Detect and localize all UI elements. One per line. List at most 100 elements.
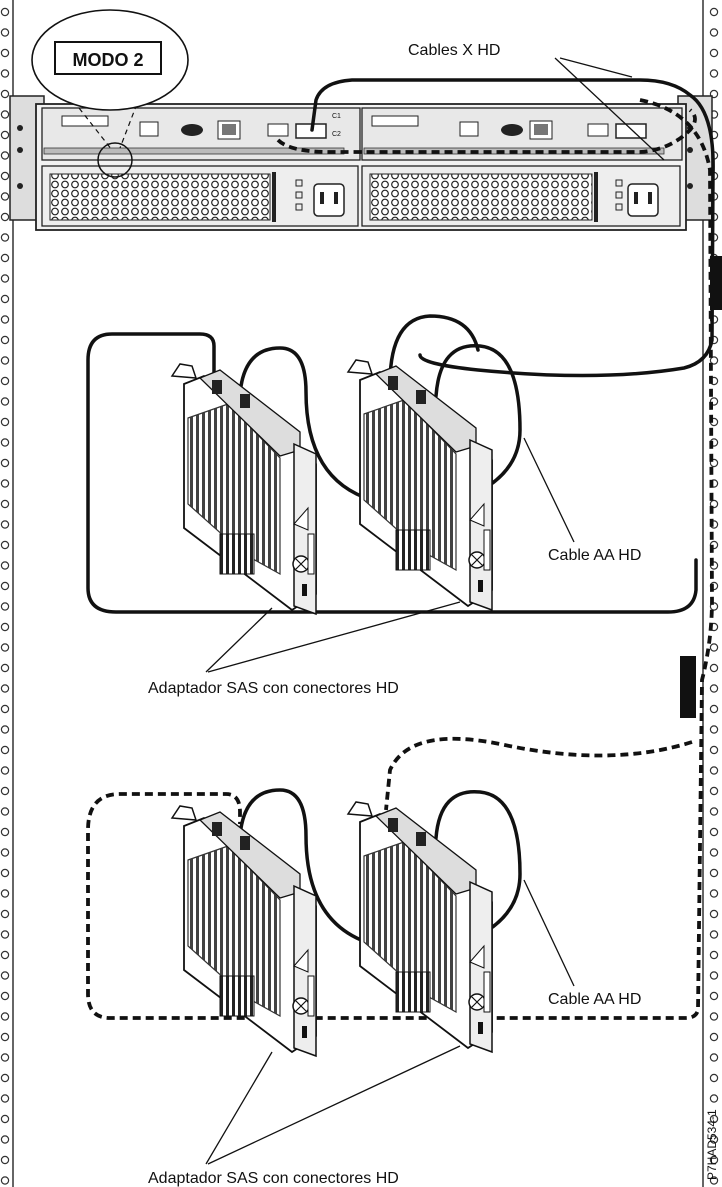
rack-hole [1, 500, 8, 507]
rack-hole [1, 70, 8, 77]
rack-hole [1, 1156, 8, 1163]
x-cables-label: Cables X HD [408, 42, 500, 59]
rack-hole [710, 849, 717, 856]
rack-hole [710, 746, 717, 753]
rack-hole [710, 890, 717, 897]
rack-hole [1, 562, 8, 569]
rack-hole [1, 541, 8, 548]
rack-hole [1, 808, 8, 815]
aa-cable-label-top: Cable AA HD [548, 547, 641, 564]
rack-hole [710, 8, 717, 15]
rack-hole [1, 254, 8, 261]
x-cable-sleeve [710, 256, 722, 310]
rack-hole [710, 664, 717, 671]
x-cable-sleeve [680, 656, 696, 718]
rack-hole [1, 1136, 8, 1143]
rack-hole [1, 869, 8, 876]
sas-adapter-card [348, 802, 492, 1052]
rack-hole [710, 787, 717, 794]
rack-hole [1, 90, 8, 97]
rack-hole [1, 29, 8, 36]
rack-hole [710, 726, 717, 733]
power-supply-left [42, 166, 358, 226]
mode-label: MODO 2 [72, 50, 143, 70]
rack-hole [710, 992, 717, 999]
rack-hole [1, 193, 8, 200]
rack-hole [710, 1095, 717, 1102]
sas-adapter-card [348, 360, 492, 610]
rack-hole [1, 910, 8, 917]
rack-hole [710, 705, 717, 712]
rack-hole [710, 1013, 717, 1020]
rack-hole [1, 111, 8, 118]
rack-hole [1, 316, 8, 323]
rack-hole [1, 1033, 8, 1040]
rack-hole [1, 623, 8, 630]
sas-adapter-card [172, 364, 316, 614]
rack-hole [1, 213, 8, 220]
rack-hole [1, 357, 8, 364]
rack-hole [1, 664, 8, 671]
storage-enclosure: C1 C2 [10, 96, 712, 230]
port-label-c1: C1 [332, 113, 341, 120]
figure-id: P7HAD534-1 [705, 1109, 719, 1180]
adapter-label-bottom: Adaptador SAS con conectores HD [148, 1170, 399, 1187]
rack-hole [1, 644, 8, 651]
rack-hole [1, 828, 8, 835]
rack-hole [710, 869, 717, 876]
rack-hole [710, 1033, 717, 1040]
rack-hole [1, 439, 8, 446]
rack-hole [1, 234, 8, 241]
rack-hole [1, 398, 8, 405]
rack-hole [1, 951, 8, 958]
rack-hole [1, 1095, 8, 1102]
rack-hole [1, 603, 8, 610]
rack-hole [1, 1177, 8, 1184]
rack-hole [1, 336, 8, 343]
rack-hole [1, 726, 8, 733]
rack-hole [710, 70, 717, 77]
rack-hole [710, 1054, 717, 1061]
rack-hole [1, 131, 8, 138]
rack-hole [1, 521, 8, 528]
rack-hole [1, 849, 8, 856]
port-label-c2: C2 [332, 131, 341, 138]
rack-hole [710, 910, 717, 917]
aa-cable-label-bottom: Cable AA HD [548, 991, 641, 1008]
rack-hole [1, 418, 8, 425]
rack-hole [1, 685, 8, 692]
rack-rail-left [1, 8, 8, 1184]
rack-hole [710, 972, 717, 979]
rack-hole [710, 808, 717, 815]
power-supply-right [362, 166, 680, 226]
rack-hole [1, 787, 8, 794]
rack-hole [1, 480, 8, 487]
rack-hole [710, 644, 717, 651]
rack-hole [1, 992, 8, 999]
rack-hole [1, 295, 8, 302]
rack-hole [710, 49, 717, 56]
rack-hole [710, 29, 717, 36]
rack-hole [1, 459, 8, 466]
rack-hole [1, 8, 8, 15]
rack-hole [1, 49, 8, 56]
rack-hole [710, 828, 717, 835]
rack-hole [1, 275, 8, 282]
rack-hole [1, 1013, 8, 1020]
rack-hole [1, 931, 8, 938]
rack-hole [1, 767, 8, 774]
rack-hole [1, 152, 8, 159]
rack-hole [1, 746, 8, 753]
rack-hole [710, 931, 717, 938]
rack-hole [1, 890, 8, 897]
rack-hole [1, 1074, 8, 1081]
rack-hole [710, 951, 717, 958]
rack-hole [1, 1115, 8, 1122]
rack-hole [1, 705, 8, 712]
adapter-label-top: Adaptador SAS con conectores HD [148, 680, 399, 697]
rack-hole [1, 377, 8, 384]
rack-hole [1, 172, 8, 179]
rack-hole [1, 972, 8, 979]
rack-hole [710, 767, 717, 774]
